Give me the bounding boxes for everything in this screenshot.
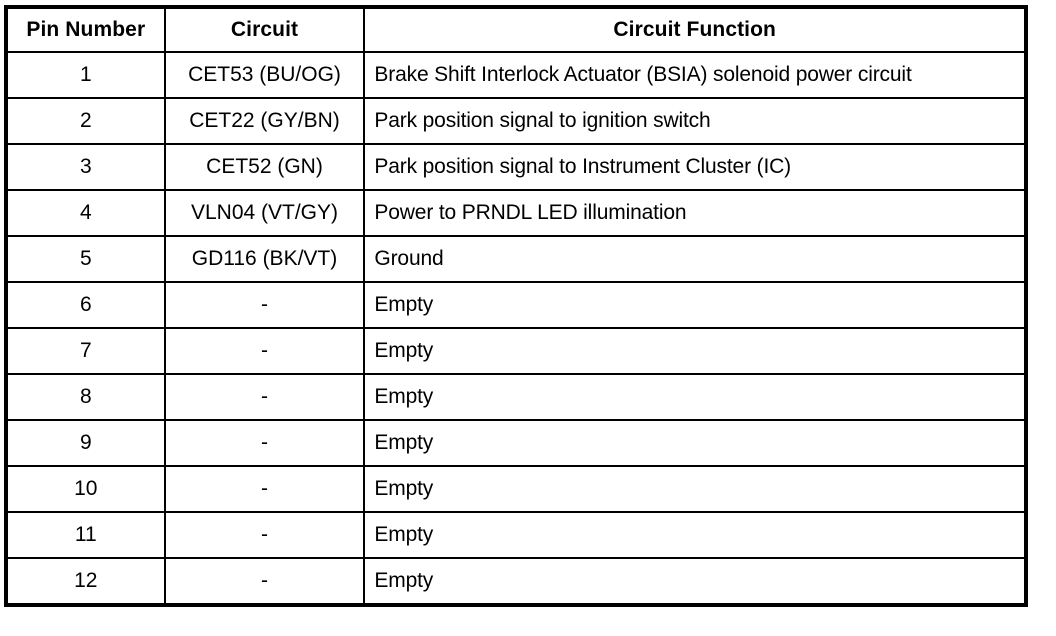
cell-pin-number: 5 xyxy=(5,235,166,283)
cell-pin-number: 8 xyxy=(5,373,166,421)
table-row: 8-Empty xyxy=(5,373,1027,421)
cell-pin-number: 1 xyxy=(5,51,166,99)
cell-circuit: CET22 (GY/BN) xyxy=(163,97,366,145)
table-row: 6-Empty xyxy=(5,281,1027,329)
cell-circuit: - xyxy=(163,419,366,467)
cell-circuit-function: Empty xyxy=(363,281,1027,329)
cell-pin-number: 11 xyxy=(5,511,166,559)
cell-circuit-function: Empty xyxy=(363,465,1027,513)
table-row: 11-Empty xyxy=(5,511,1027,559)
cell-pin-number: 2 xyxy=(5,97,166,145)
cell-circuit: CET52 (GN) xyxy=(163,143,366,191)
cell-circuit: - xyxy=(163,511,366,559)
cell-circuit: - xyxy=(163,281,366,329)
cell-circuit-function: Empty xyxy=(363,557,1027,606)
cell-pin-number: 6 xyxy=(5,281,166,329)
cell-circuit-function: Brake Shift Interlock Actuator (BSIA) so… xyxy=(363,51,1027,99)
cell-circuit-function: Park position signal to Instrument Clust… xyxy=(363,143,1027,191)
cell-circuit: - xyxy=(163,327,366,375)
cell-circuit-function: Empty xyxy=(363,419,1027,467)
cell-circuit-function: Ground xyxy=(363,235,1027,283)
table-header-row: Pin Number Circuit Circuit Function xyxy=(5,6,1027,53)
cell-circuit: GD116 (BK/VT) xyxy=(163,235,366,283)
column-header-circuit-function: Circuit Function xyxy=(363,6,1027,53)
cell-pin-number: 12 xyxy=(5,557,166,606)
column-header-pin-number: Pin Number xyxy=(5,6,166,53)
cell-circuit: CET53 (BU/OG) xyxy=(163,51,366,99)
cell-circuit: - xyxy=(163,465,366,513)
table-row: 7-Empty xyxy=(5,327,1027,375)
table-row: 12-Empty xyxy=(5,557,1027,606)
cell-circuit: VLN04 (VT/GY) xyxy=(163,189,366,237)
cell-circuit-function: Empty xyxy=(363,373,1027,421)
table-header: Pin Number Circuit Circuit Function xyxy=(5,6,1027,53)
table-row: 9-Empty xyxy=(5,419,1027,467)
cell-pin-number: 7 xyxy=(5,327,166,375)
cell-circuit-function: Power to PRNDL LED illumination xyxy=(363,189,1027,237)
column-header-circuit: Circuit xyxy=(163,6,366,53)
table-row: 10-Empty xyxy=(5,465,1027,513)
cell-circuit-function: Empty xyxy=(363,327,1027,375)
cell-circuit: - xyxy=(163,373,366,421)
cell-pin-number: 4 xyxy=(5,189,166,237)
cell-circuit-function: Empty xyxy=(363,511,1027,559)
cell-pin-number: 3 xyxy=(5,143,166,191)
cell-circuit-function: Park position signal to ignition switch xyxy=(363,97,1027,145)
cell-pin-number: 10 xyxy=(5,465,166,513)
cell-pin-number: 9 xyxy=(5,419,166,467)
cell-circuit: - xyxy=(163,557,366,606)
